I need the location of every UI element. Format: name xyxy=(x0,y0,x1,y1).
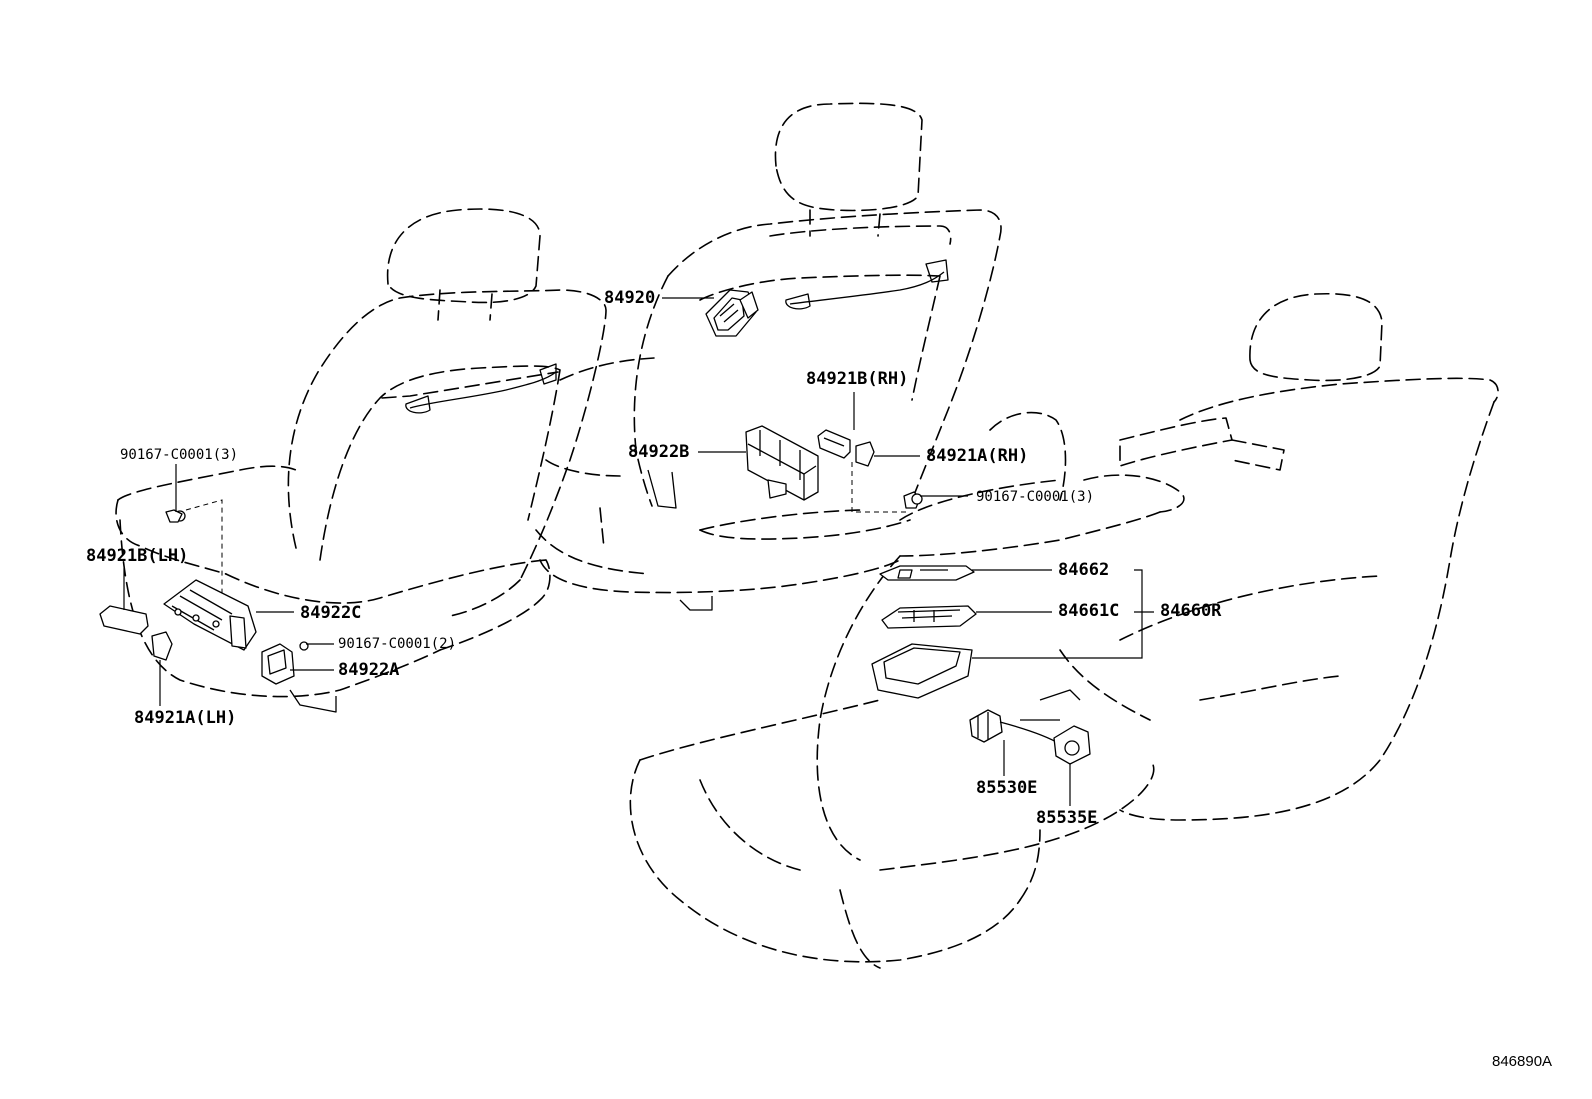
part-85535e-heater xyxy=(1053,725,1091,765)
part-84660r-box xyxy=(871,643,973,699)
callout-84662: 84662 xyxy=(1058,560,1110,580)
part-90167-screw-lh-top xyxy=(165,509,186,523)
part-84921b-lh-knob xyxy=(99,605,149,635)
callout-84660r: 84660R xyxy=(1160,601,1222,621)
callout-84921b-rh: 84921B(RH) xyxy=(806,369,909,389)
callout-84922b: 84922B xyxy=(628,442,690,462)
callout-84922a: 84922A xyxy=(338,660,400,680)
part-90167-screw-rh xyxy=(903,491,923,509)
part-84920-switch xyxy=(705,289,759,337)
callout-84921a-rh: 84921A(RH) xyxy=(926,446,1029,466)
part-84922a-switch xyxy=(261,643,295,685)
rear-console-outline xyxy=(1020,689,1081,721)
callout-84922c: 84922C xyxy=(300,603,362,623)
rear-seat-outline xyxy=(629,292,1499,969)
part-84661c-switch xyxy=(881,605,977,629)
leader-lines xyxy=(123,297,1154,806)
right-front-seat-outline xyxy=(535,102,1002,611)
diagram-reference-code: 846890A xyxy=(1492,1053,1553,1070)
callout-84921a-lh: 84921A(LH) xyxy=(134,708,237,728)
part-84922b-switch-assembly xyxy=(745,425,819,501)
callout-84661c: 84661C xyxy=(1058,601,1120,621)
callout-84921b-lh: 84921B(LH) xyxy=(86,546,189,566)
callout-90167-lh-top: 90167-C0001(3) xyxy=(120,447,239,463)
part-84921b-rh-knob xyxy=(817,429,851,459)
part-84921a-lh-knob xyxy=(151,631,173,661)
callout-90167-rh: 90167-C0001(3) xyxy=(976,489,1095,505)
callout-85530e: 85530E xyxy=(976,778,1038,798)
callout-85535e: 85535E xyxy=(1036,808,1098,828)
callout-84920: 84920 xyxy=(604,288,656,308)
callout-90167-lh-bottom: 90167-C0001(2) xyxy=(338,636,457,652)
part-90167-screw-lh-bottom xyxy=(299,641,309,651)
part-84662-cover xyxy=(879,565,975,581)
part-84921a-rh-knob xyxy=(855,441,875,467)
part-85530e-connector xyxy=(969,709,1061,745)
part-84922c-switch-bracket xyxy=(163,579,257,651)
